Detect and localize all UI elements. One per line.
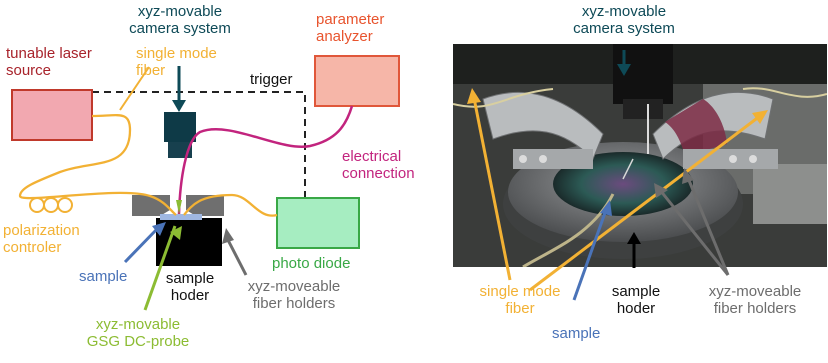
laser-label: tunable laser source bbox=[6, 45, 92, 79]
electrical-label: electrical connection bbox=[342, 148, 415, 182]
camera-icon bbox=[164, 112, 196, 142]
laser-box bbox=[11, 89, 93, 141]
fiber-holders-label-line2: fiber holders bbox=[252, 295, 336, 312]
camera-label-line1: xyz-movable bbox=[137, 3, 223, 20]
photo-camera-label-line2: camera system bbox=[573, 20, 675, 37]
electrical-line bbox=[177, 105, 354, 215]
fiber-laser-path bbox=[18, 114, 177, 216]
pol-loop-3 bbox=[57, 197, 73, 213]
photodiode-label: photo diode bbox=[272, 255, 351, 272]
photo-sample-arrowhead bbox=[600, 200, 612, 216]
sample-arrowhead bbox=[152, 222, 166, 236]
probe-label: xyz-movable GSG DC-probe bbox=[78, 316, 198, 350]
photo-fiber-arrow-right bbox=[529, 114, 761, 292]
photo-fiber-label: single mode fiber bbox=[468, 283, 572, 317]
analyzer-label: parameter analyzer bbox=[316, 11, 384, 45]
sample-chip bbox=[160, 214, 202, 220]
photo-fiber-holders-label: xyz-moveable fiber holders bbox=[696, 283, 814, 317]
analyzer-label-line2: analyzer bbox=[316, 28, 373, 45]
holder-label-line2: hoder bbox=[170, 287, 210, 304]
photo-holder-label-line2: hoder bbox=[616, 300, 656, 317]
photo-fiber-holders-arrow-left bbox=[658, 189, 730, 276]
electrical-label-line2: connection bbox=[342, 165, 415, 182]
photo-fiber-arrow-left bbox=[472, 97, 512, 281]
sample-label: sample bbox=[79, 268, 128, 285]
polarization-label-line1: polarization bbox=[3, 222, 80, 239]
photo-fiber-arrowhead-left bbox=[467, 88, 481, 104]
photo-fiber-arrowhead-right bbox=[752, 110, 768, 124]
sample-holder bbox=[156, 218, 222, 266]
photo-camera-arrowhead bbox=[617, 64, 631, 76]
trigger-label: trigger bbox=[250, 71, 293, 88]
photo-camera-label-line1: xyz-movable bbox=[581, 3, 667, 20]
fiber-holders-arrow bbox=[226, 239, 248, 276]
analyzer-box bbox=[314, 55, 400, 107]
photo-fiber-label-line1: single mode bbox=[479, 283, 561, 300]
camera-label-line2: camera system bbox=[129, 20, 231, 37]
fiber-holders-label: xyz-moveable fiber holders bbox=[236, 278, 352, 312]
fiber-label: single mode fiber bbox=[136, 45, 217, 79]
photo-sample-label: sample bbox=[552, 325, 601, 342]
probe-label-line1: xyz-movable bbox=[95, 316, 181, 333]
photodiode-box bbox=[276, 197, 360, 249]
photo-holder-arrowhead bbox=[627, 232, 641, 244]
holder-label: sample hoder bbox=[158, 270, 222, 304]
electrical-label-line1: electrical bbox=[342, 148, 402, 165]
fiber-detector-path bbox=[183, 193, 278, 217]
sample-arrow bbox=[123, 226, 160, 264]
probe-label-line2: GSG DC-probe bbox=[86, 333, 190, 350]
holder-label-line1: sample bbox=[165, 270, 215, 287]
fiber-holder-right bbox=[186, 195, 224, 216]
fiber-holders-label-line1: xyz-moveable bbox=[247, 278, 341, 295]
photo-fiber-holders-arrowhead-right bbox=[682, 168, 694, 184]
fiber-label-line1: single mode bbox=[136, 45, 217, 62]
polarization-label-line2: controler bbox=[3, 239, 62, 256]
probe-arrowhead bbox=[170, 226, 182, 240]
photo-fiber-holders-label-line2: fiber holders bbox=[713, 300, 797, 317]
probe-tip bbox=[176, 200, 182, 214]
fiber-label-arrow bbox=[119, 66, 150, 111]
fiber-holders-arrowhead bbox=[222, 228, 234, 244]
camera-arrowhead bbox=[172, 100, 186, 112]
laser-label-line2: source bbox=[6, 62, 52, 79]
photo-fiber-holders-arrowhead-left bbox=[654, 183, 668, 198]
polarization-label: polarization controler bbox=[3, 222, 80, 256]
photo-camera-label: xyz-movable camera system bbox=[564, 3, 684, 37]
photo-fiber-label-line2: fiber bbox=[505, 300, 535, 317]
photo-sample-arrow bbox=[572, 209, 608, 301]
setup-photo bbox=[453, 44, 827, 267]
fiber-label-line2: fiber bbox=[136, 62, 166, 79]
photo-holder-label: sample hoder bbox=[604, 283, 668, 317]
photo-holder-label-line1: sample bbox=[611, 283, 661, 300]
laser-label-line1: tunable laser bbox=[6, 45, 92, 62]
photo-fiber-holders-arrow-right bbox=[686, 177, 730, 276]
photo-fiber-holders-label-line1: xyz-moveable bbox=[708, 283, 802, 300]
probe-arrow bbox=[143, 225, 177, 311]
camera-label: xyz-movable camera system bbox=[128, 3, 232, 37]
analyzer-label-line1: parameter bbox=[316, 11, 385, 28]
